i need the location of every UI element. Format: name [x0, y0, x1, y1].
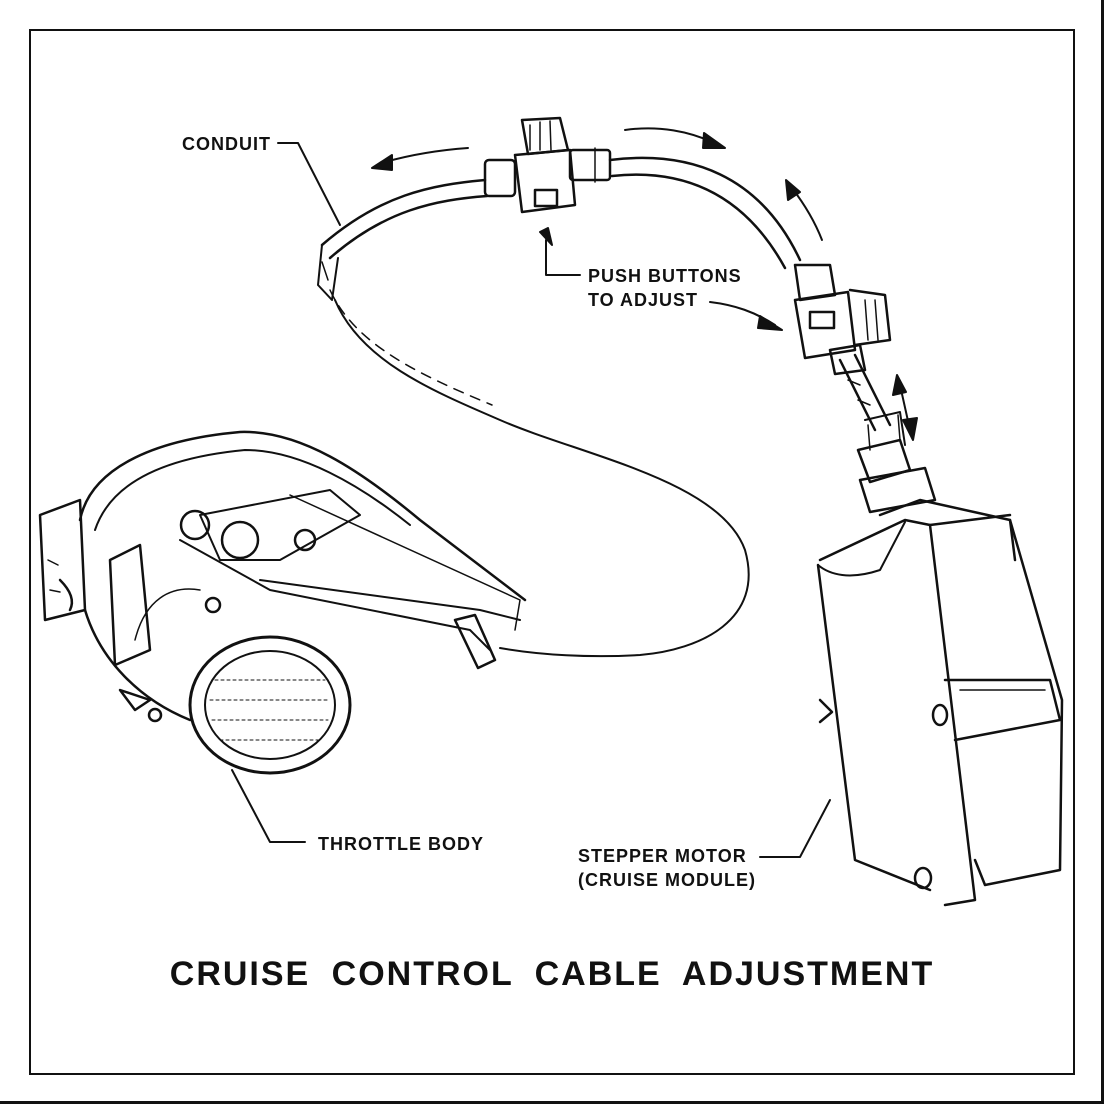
throttle-body-label: THROTTLE BODY — [318, 834, 484, 854]
diagram-frame — [29, 29, 1075, 1075]
push-buttons-label-line2: TO ADJUST — [588, 290, 699, 310]
adjuster-connector — [483, 116, 612, 214]
motion-arrows — [371, 127, 918, 441]
leader-lines — [231, 142, 831, 858]
cable-wire — [329, 289, 750, 658]
stepper-motor-label-line1: STEPPER MOTOR — [578, 846, 747, 866]
throttle-body — [38, 430, 527, 775]
diagram-title: CRUISE CONTROL CABLE ADJUSTMENT — [169, 955, 935, 993]
conduit — [317, 178, 489, 301]
motor-connector — [793, 263, 892, 376]
stepper-motor — [816, 411, 1064, 907]
conduit-label: CONDUIT — [182, 134, 271, 154]
push-buttons-label-line1: PUSH BUTTONS — [588, 266, 742, 286]
stepper-motor-label-line2: (CRUISE MODULE) — [578, 870, 756, 890]
